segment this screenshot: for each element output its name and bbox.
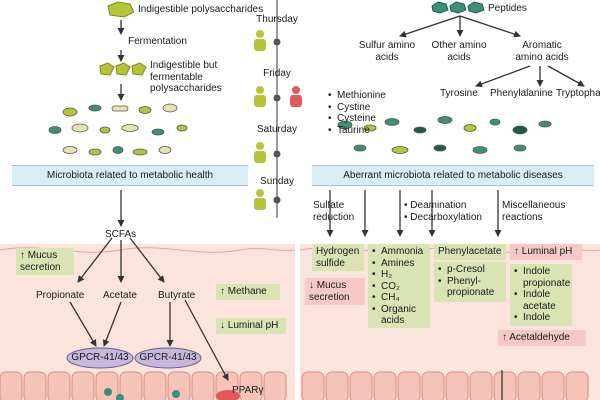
- list-item: Ammonia: [372, 246, 426, 258]
- mucus-secretion-down-box: ↓ Mucus secretion: [305, 278, 365, 305]
- signal-molecule: [104, 388, 112, 396]
- list-item: CO₂: [372, 281, 426, 293]
- acetate-label: Acetate: [103, 290, 137, 301]
- decarboxylation-label: • Decarboxylation: [404, 212, 482, 223]
- day-label: Friday: [263, 68, 291, 79]
- list-item: Indole acetate: [514, 289, 568, 312]
- fermentation-products-list: Ammonia Amines H₂ CO₂ CH₄ Organic acids: [372, 246, 426, 327]
- timeline-dot: [273, 38, 281, 46]
- healthy-microbiota-cluster: [48, 103, 188, 156]
- epithelial-cells-right: [301, 371, 589, 400]
- gpcr-receptor-left: [66, 347, 134, 369]
- other-amino-acids-label: Other amino acids: [431, 40, 487, 63]
- timeline-dot: [273, 196, 281, 204]
- list-item: Indole: [514, 312, 568, 324]
- phenylalanine-label: Phenylalanine: [490, 88, 553, 99]
- fermentation-products-box: Ammonia Amines H₂ CO₂ CH₄ Organic acids: [368, 244, 430, 328]
- peptides-icon: [431, 1, 485, 14]
- sulfate-reduction-label: Sulfate reduction: [313, 200, 355, 223]
- tyrosine-label: Tyrosine: [440, 88, 478, 99]
- list-item: Amines: [372, 258, 426, 270]
- luminal-ph-down-box: ↓ Luminal pH: [216, 318, 286, 334]
- right-arrows: [326, 15, 585, 237]
- day-label: Sunday: [260, 176, 294, 187]
- ppar-label: PPARγ: [232, 385, 264, 396]
- indole-list: Indole propionate Indole acetate Indole: [514, 266, 570, 324]
- list-item: p-Cresol: [438, 264, 502, 276]
- tryptophan-label: Tryptophan: [556, 88, 600, 99]
- list-item: Indole propionate: [514, 266, 570, 289]
- person-icon-highlighted: [290, 86, 302, 107]
- fermentable-polysaccharide-icon: [99, 62, 147, 76]
- polysaccharide-icon: [107, 1, 135, 18]
- propionate-label: Propionate: [36, 290, 85, 301]
- list-item: H₂: [372, 269, 426, 281]
- list-item: Cysteine: [328, 113, 386, 125]
- list-item: CH₄: [372, 292, 426, 304]
- epithelial-cells-left: [0, 371, 287, 400]
- list-item: Taurine: [328, 125, 386, 137]
- indigestible-polysaccharides-label: Indigestible polysaccharides: [138, 4, 264, 15]
- gpcr-receptor-right: [134, 347, 202, 369]
- scfas-label: SCFAs: [105, 229, 137, 240]
- person-icon: [254, 30, 266, 210]
- timeline-dot: [273, 150, 281, 158]
- miscellaneous-reactions-label: Miscellaneous reactions: [502, 200, 566, 223]
- fermentable-polysaccharides-label: Indigestible but fermentable polysacchar…: [150, 60, 222, 94]
- deamination-label: • Deamination: [404, 200, 467, 211]
- list-item: Phenyl-propionate: [438, 276, 502, 299]
- ppar-receptor: [216, 390, 240, 400]
- methane-up-box: ↑ Methane: [216, 284, 280, 300]
- left-arrows: [69, 20, 229, 381]
- butyrate-label: Butyrate: [158, 290, 196, 301]
- indole-box: Indole propionate Indole acetate Indole: [510, 264, 572, 326]
- sulfur-amino-acid-list: Methionine Cystine Cysteine Taurine: [328, 90, 386, 136]
- list-item: Cystine: [328, 102, 386, 114]
- list-item: Organic acids: [372, 304, 426, 327]
- aberrant-microbiota-banner: Aberrant microbiota related to metabolic…: [312, 165, 594, 186]
- gpcr-right-label: GPCR-41/43: [139, 352, 197, 363]
- day-label: Thursday: [256, 14, 298, 25]
- fermentation-label: Fermentation: [128, 36, 187, 47]
- hydrogen-sulfide-box: Hydrogen sulfide: [312, 244, 364, 271]
- aromatic-amino-acids-label: Aromatic amino acids: [515, 40, 569, 63]
- gpcr-left-label: GPCR-41/43: [71, 352, 129, 363]
- mucus-secretion-up-box: ↑ Mucus secretion: [16, 248, 74, 275]
- luminal-ph-up-box: ↑ Luminal pH: [510, 244, 582, 260]
- list-item: Methionine: [328, 90, 386, 102]
- signal-molecule: [172, 390, 180, 398]
- peptides-label: Peptides: [488, 3, 527, 14]
- sulfur-amino-acids-label: Sulfur amino acids: [358, 40, 416, 63]
- cresol-list: p-Cresol Phenyl-propionate: [438, 264, 502, 299]
- cresol-box: p-Cresol Phenyl-propionate: [434, 262, 506, 302]
- acetaldehyde-up-box: ↑ Acetaldehyde: [498, 330, 586, 346]
- day-label: Saturday: [256, 124, 298, 135]
- phenylacetate-box: Phenylacetate: [434, 244, 506, 260]
- timeline-dot: [273, 94, 281, 102]
- signal-molecule: [116, 394, 124, 400]
- healthy-microbiota-banner: Microbiota related to metabolic health: [12, 165, 248, 186]
